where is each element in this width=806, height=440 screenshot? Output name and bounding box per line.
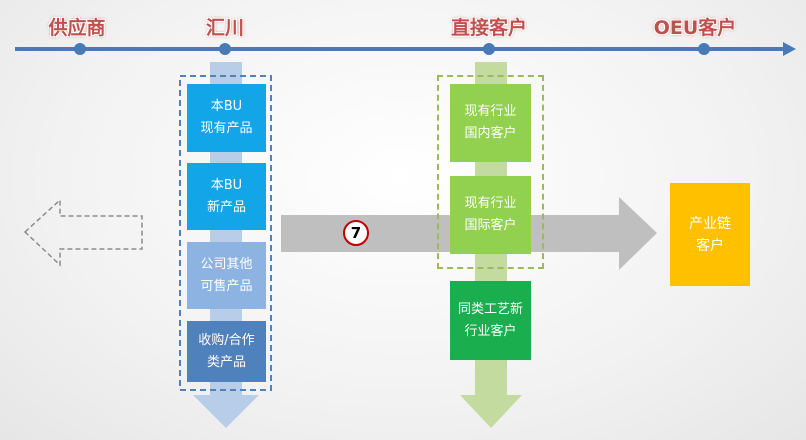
step-badge: 7 bbox=[343, 220, 369, 246]
industry-chain-customer-box: 产业链 客户 bbox=[670, 183, 750, 286]
customer-group-frame bbox=[437, 75, 544, 269]
timeline-dot bbox=[483, 43, 495, 55]
product-box-new: 本BU 新产品 bbox=[187, 163, 266, 230]
left-dashed-arrow bbox=[23, 198, 143, 267]
product-group-frame bbox=[179, 75, 272, 391]
customer-box-domestic: 现有行业 国内客户 bbox=[450, 84, 531, 162]
stage-inovance: 汇川 bbox=[205, 17, 245, 39]
product-box-other: 公司其他 可售产品 bbox=[187, 242, 266, 309]
product-box-current: 本BU 现有产品 bbox=[187, 84, 266, 152]
stage-supplier: 供应商 bbox=[48, 17, 106, 39]
timeline-arrow bbox=[15, 42, 796, 56]
timeline-dot bbox=[219, 43, 231, 55]
product-box-acquisition: 收购/合作 类产品 bbox=[187, 321, 266, 382]
stage-oeu-customer: OEU客户 bbox=[653, 17, 737, 39]
stage-direct-customer: 直接客户 bbox=[450, 17, 528, 39]
timeline-dot bbox=[698, 43, 710, 55]
timeline-dot bbox=[74, 43, 86, 55]
customer-box-international: 现有行业 国际客户 bbox=[450, 176, 531, 254]
customer-box-new-industry: 同类工艺新 行业客户 bbox=[450, 281, 531, 360]
